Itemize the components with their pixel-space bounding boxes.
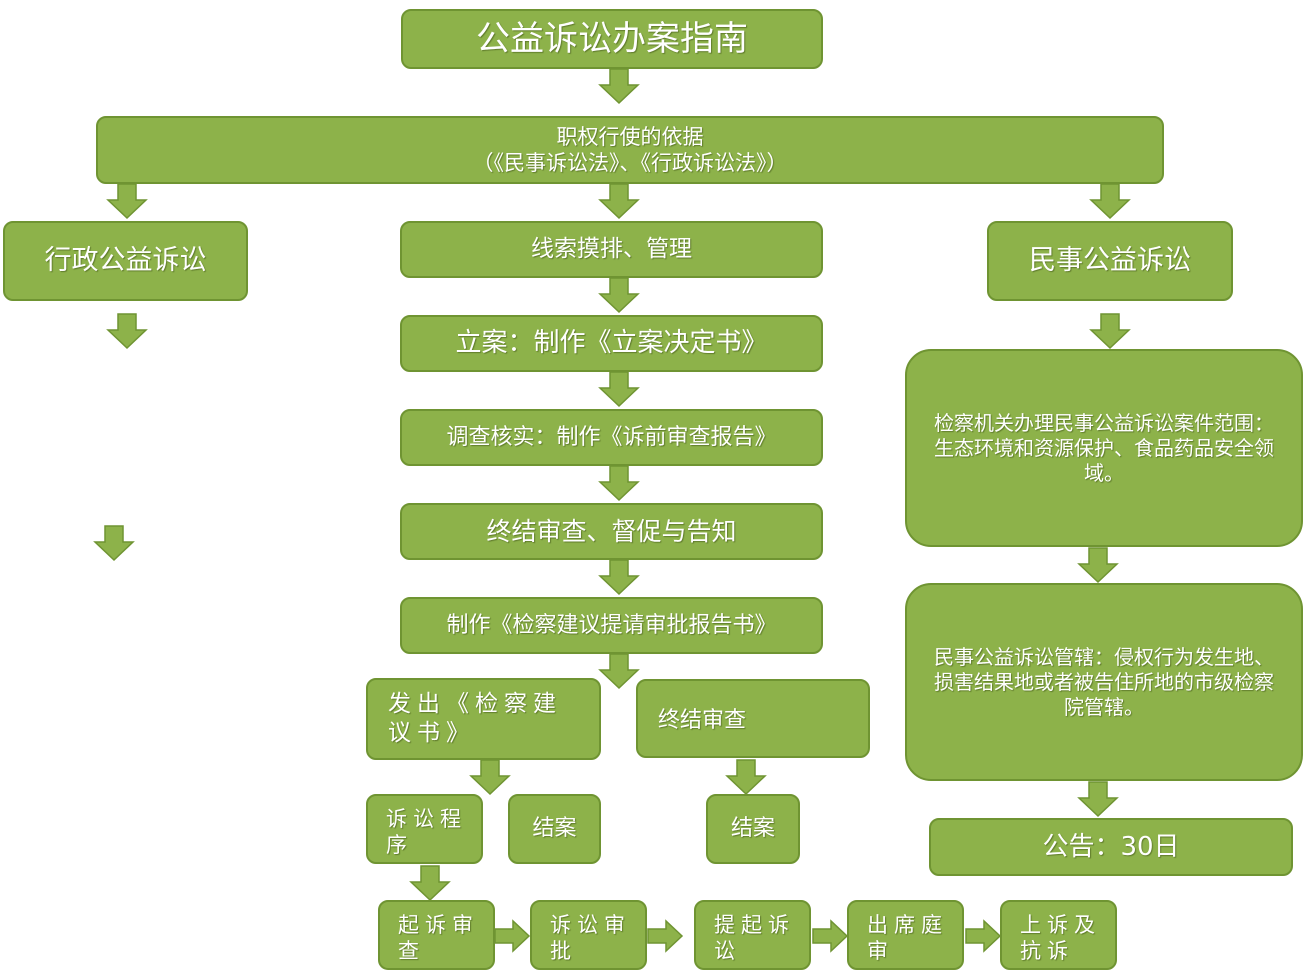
conclusion-box: 终结审查、督促与告知 [400, 503, 823, 560]
civil-jurisdiction-box: 民事公益诉讼管辖：侵权行为发生地、损害结果地或者被告住所地的市级检察院管辖。 [905, 583, 1303, 781]
arrow-suit-to-court [812, 920, 848, 952]
appear-court-box: 出席庭审 [847, 900, 964, 970]
arrow-court-to-appeal [965, 920, 1001, 952]
arrow-litigation-to-review [410, 865, 450, 901]
arrow-left-1 [107, 313, 147, 349]
arrow-basis-to-left [107, 183, 147, 219]
civil-scope-box: 检察机关办理民事公益诉讼案件范围：生态环境和资源保护、食品药品安全领域。 [905, 349, 1303, 547]
issue-suggestion-box: 发出《检察建议书》 [366, 678, 601, 760]
authority-basis-title: 职权行使的依据 [556, 124, 704, 149]
investigation-label: 调查核实：制作《诉前审查报告》 [446, 424, 777, 450]
announcement-label: 公告：30日 [1042, 831, 1180, 862]
clue-box: 线索摸排、管理 [400, 221, 823, 278]
appeal-box: 上诉及抗诉 [1000, 900, 1117, 970]
investigation-box: 调查核实：制作《诉前审查报告》 [400, 409, 823, 466]
arrow-basis-to-right [1090, 183, 1130, 219]
file-suit-label: 提起诉讼 [714, 913, 795, 964]
civil-jurisdiction-text: 民事公益诉讼管辖：侵权行为发生地、损害结果地或者被告住所地的市级检察院管辖。 [934, 644, 1274, 719]
close-case-box-2: 结案 [706, 794, 800, 864]
issue-suggestion-label: 发出《检察建议书》 [388, 691, 562, 746]
guide-title: 公益诉讼办案指南 [476, 18, 748, 59]
arrow-scope-to-jurisdiction [1078, 547, 1118, 583]
appear-court-label: 出席庭审 [867, 913, 948, 964]
filing-box: 立案：制作《立案决定书》 [400, 315, 823, 372]
arrow-title-to-basis [599, 68, 639, 104]
approval-report-label: 制作《检察建议提请审批报告书》 [446, 612, 777, 638]
litigation-procedure-box: 诉讼程序 [366, 794, 483, 864]
arrow-investigate-to-conclude [599, 465, 639, 501]
end-review-label: 终结审查 [658, 708, 747, 733]
prosecution-review-label: 起诉审查 [398, 913, 479, 964]
litigation-approval-box: 诉讼审批 [530, 900, 647, 970]
close-case-label-1: 结案 [532, 816, 577, 842]
arrow-issue-to-litigation [470, 759, 510, 795]
prosecution-review-box: 起诉审查 [378, 900, 495, 970]
authority-basis-box: 职权行使的依据 （《民事诉讼法》、《行政诉讼法》） [96, 116, 1164, 184]
conclusion-label: 终结审查、督促与告知 [486, 516, 737, 546]
civil-scope-text: 检察机关办理民事公益诉讼案件范围：生态环境和资源保护、食品药品安全领域。 [934, 410, 1274, 485]
announcement-box: 公告：30日 [929, 818, 1293, 876]
arrow-report-to-branches [599, 653, 639, 689]
arrow-left-2 [94, 525, 134, 561]
arrow-filing-to-investigate [599, 371, 639, 407]
close-case-label-2: 结案 [730, 816, 775, 842]
administrative-litigation-box: 行政公益诉讼 [3, 221, 248, 301]
arrow-basis-to-middle [599, 183, 639, 219]
arrow-jurisdiction-to-notice [1078, 781, 1118, 817]
authority-basis-laws: （《民事诉讼法》、《行政诉讼法》） [472, 151, 788, 175]
arrow-conclude-to-report [599, 559, 639, 595]
arrow-approval-to-suit [647, 920, 683, 952]
arrow-civil-to-scope [1090, 313, 1130, 349]
litigation-approval-label: 诉讼审批 [550, 913, 631, 964]
arrow-review-to-approval [494, 920, 530, 952]
civil-litigation-box: 民事公益诉讼 [987, 221, 1233, 301]
end-review-box: 终结审查 [636, 679, 870, 758]
approval-report-box: 制作《检察建议提请审批报告书》 [400, 597, 823, 654]
civil-litigation-title: 民事公益诉讼 [1029, 245, 1191, 277]
arrow-endreview-to-close [726, 759, 766, 795]
close-case-box-1: 结案 [508, 794, 601, 864]
administrative-litigation-title: 行政公益诉讼 [44, 245, 207, 277]
file-suit-box: 提起诉讼 [694, 900, 811, 970]
arrow-clue-to-filing [599, 277, 639, 313]
clue-label: 线索摸排、管理 [531, 236, 692, 263]
litigation-procedure-label: 诉讼程序 [386, 807, 467, 858]
guide-title-box: 公益诉讼办案指南 [401, 9, 823, 69]
filing-label: 立案：制作《立案决定书》 [455, 328, 768, 359]
appeal-label: 上诉及抗诉 [1020, 913, 1101, 964]
